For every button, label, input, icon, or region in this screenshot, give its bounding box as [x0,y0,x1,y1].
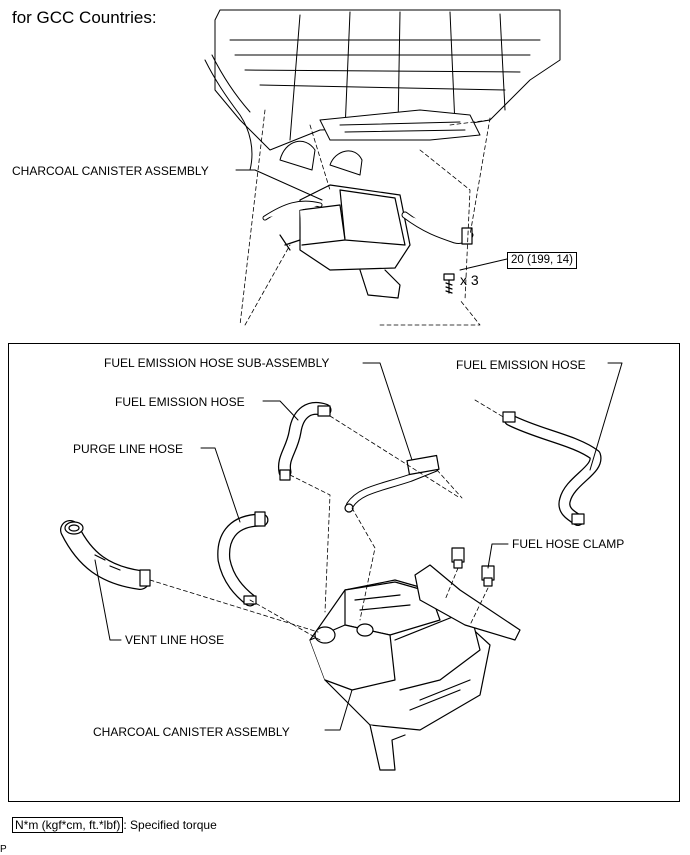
torque-spec-box: 20 (199, 14) [507,252,578,269]
top-canister-label: CHARCOAL CANISTER ASSEMBLY [12,164,209,178]
fuel-emission-hose-left-art [277,402,332,481]
detail-projection-lines [149,399,506,641]
top-canister-assembly [262,184,474,299]
torque-legend-description: : Specified torque [123,818,217,832]
fuel-hose-clamp-label: FUEL HOSE CLAMP [512,537,625,551]
fuel-emission-hose-right-label: FUEL EMISSION HOSE [456,358,586,372]
detail-canister-assembly [309,564,521,771]
fuel-emission-hose-sub-assembly-art [344,454,440,513]
torque-legend: N*m (kgf*cm, ft.*lbf): Specified torque [12,817,217,833]
fuel-hose-clamps-art [451,547,495,587]
detail-view-frame [8,343,680,802]
detail-canister-label: CHARCOAL CANISTER ASSEMBLY [93,725,290,739]
purge-line-hose-label: PURGE LINE HOSE [73,442,184,456]
vehicle-underbody [204,9,561,176]
top-bolt [443,273,455,294]
fuel-emission-hose-sub-assembly-label: FUEL EMISSION HOSE SUB-ASSEMBLY [104,356,330,370]
detail-leader-lines [94,362,623,731]
figure-code: P [0,844,7,855]
fuel-emission-hose-left-label: FUEL EMISSION HOSE [115,395,245,409]
top-projection-lines [239,109,491,326]
page-heading: for GCC Countries: [12,8,157,27]
top-leader-lines [235,169,508,271]
bolt-quantity: x 3 [460,272,479,288]
vent-line-hose-art [60,520,151,590]
vent-line-hose-label: VENT LINE HOSE [125,633,225,647]
torque-unit-box: N*m (kgf*cm, ft.*lbf) [12,817,124,833]
fuel-emission-hose-right-art [502,411,602,526]
